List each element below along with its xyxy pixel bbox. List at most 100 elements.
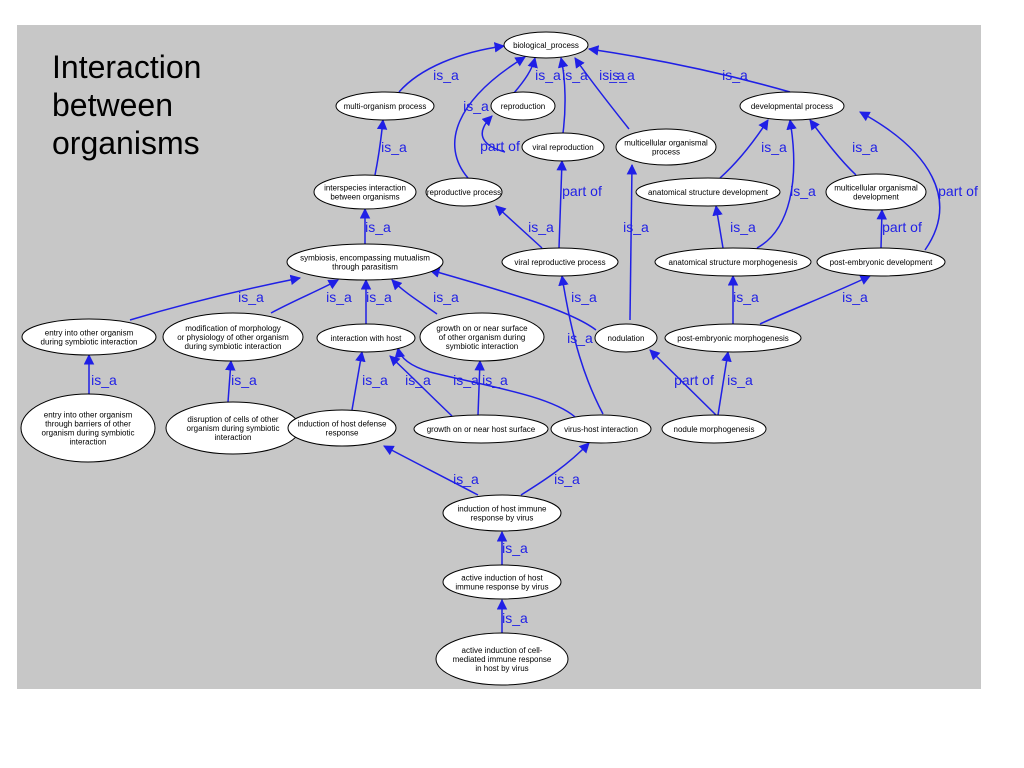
edge-arrow <box>454 56 526 179</box>
node-label-line: multicellular organismal <box>624 139 708 148</box>
node-viral-reproductive-process: viral reproductive process <box>501 247 619 277</box>
node-label-line: post-embryonic morphogenesis <box>677 334 789 343</box>
node-ellipse <box>739 91 845 121</box>
node-ellipse <box>594 323 658 353</box>
edge-label-16: is_a <box>790 183 816 199</box>
edge-label-38: is_a <box>502 610 528 626</box>
node-label-line: organism during symbiotic <box>187 424 280 433</box>
node-label-line: entry into other organism <box>44 411 133 420</box>
node-ellipse <box>501 247 619 277</box>
edge-arrow <box>391 279 438 315</box>
node-post-embryonic-development: post-embryonic development <box>816 247 946 277</box>
title-line-3: organisms <box>52 125 200 161</box>
edge-arrow <box>374 118 388 176</box>
edge-4 <box>574 57 630 130</box>
node-label-line: active induction of host <box>461 574 543 583</box>
node-label-line: symbiosis, encompassing mutualism <box>300 254 430 263</box>
edge-arrow <box>717 350 732 416</box>
node-label-line: modification of morphology <box>185 324 281 333</box>
node-label-line: interaction <box>215 433 252 442</box>
node-label-line: interaction <box>70 438 107 447</box>
node-label-line: disruption of cells of other <box>187 415 278 424</box>
node-label-line: induction of host defense <box>298 420 388 429</box>
edge-label-21: is_a <box>366 289 392 305</box>
edge-arrow <box>474 359 485 416</box>
node-ellipse <box>490 91 556 121</box>
node-label-line: post-embryonic development <box>830 258 933 267</box>
node-viral-reproduction: viral reproduction <box>521 132 605 162</box>
edge-label-28: is_a <box>231 372 257 388</box>
node-label-line: interaction with host <box>331 334 402 343</box>
node-active-induction-cell-mediated: active induction of cell-mediated immune… <box>435 632 569 686</box>
edge-label-31: is_a <box>362 372 388 388</box>
edge-label-11: part of <box>562 183 602 199</box>
edge-34 <box>394 346 576 418</box>
edge-arrow <box>649 349 717 416</box>
node-label-line: reproduction <box>501 102 545 111</box>
edge-label-29: part of <box>674 372 714 388</box>
node-label-line: in host by virus <box>475 664 528 673</box>
edge-11 <box>556 159 567 249</box>
node-ellipse <box>654 247 812 277</box>
edge-arrow <box>520 442 590 496</box>
node-ellipse <box>316 323 416 353</box>
edge-arrow <box>626 163 638 321</box>
node-growth-on-host-surface: growth on or near host surface <box>413 414 549 444</box>
node-ellipse <box>413 414 549 444</box>
edge-15 <box>876 208 887 249</box>
edge-8 <box>719 119 769 179</box>
node-label-line: nodule morphogenesis <box>674 425 755 434</box>
node-label-line: developmental process <box>751 102 833 111</box>
node-ellipse <box>162 312 304 362</box>
edge-arrow <box>495 205 543 249</box>
edge-29 <box>649 349 717 416</box>
node-label-line: during symbiotic interaction <box>185 342 282 351</box>
edge-arrow <box>859 111 941 251</box>
edge-arrow <box>129 274 302 321</box>
node-label-line: viral reproductive process <box>514 258 605 267</box>
edge-arrow <box>513 56 538 94</box>
edge-22 <box>391 279 438 315</box>
node-ellipse <box>287 409 397 447</box>
edge-label-7: part of <box>480 138 520 154</box>
node-ellipse <box>661 414 767 444</box>
edge-arrow <box>351 350 366 411</box>
node-ellipse <box>635 177 781 207</box>
edge-arrow <box>394 346 576 418</box>
edge-label-30: is_a <box>727 372 753 388</box>
edge-label-36: is_a <box>554 471 580 487</box>
node-label-line: biological_process <box>513 41 579 50</box>
edge-5 <box>587 45 791 93</box>
edge-6 <box>454 56 526 179</box>
edge-label-37: is_a <box>502 540 528 556</box>
node-ellipse <box>550 414 652 444</box>
edge-arrow <box>270 279 339 314</box>
edge-31 <box>351 350 366 411</box>
edge-arrow <box>587 45 791 93</box>
edge-arrow <box>389 355 453 417</box>
node-virus-host-interaction: virus-host interaction <box>550 414 652 444</box>
node-label-line: response by virus <box>471 514 534 523</box>
node-label-line: mediated immune response <box>453 655 552 664</box>
edge-label-39: is_a <box>599 67 625 83</box>
node-label-line: during symbiotic interaction <box>41 338 138 347</box>
node-interaction-with-host: interaction with host <box>316 323 416 353</box>
edge-label-26: is_a <box>842 289 868 305</box>
edge-23 <box>428 267 597 331</box>
node-label-line: response <box>326 429 359 438</box>
edge-label-5: is_a <box>722 67 748 83</box>
edge-arrow <box>383 445 479 496</box>
edge-label-22: is_a <box>433 289 459 305</box>
edge-16 <box>756 118 797 249</box>
edge-label-15: part of <box>882 219 922 235</box>
node-label-line: or physiology of other organism <box>177 333 289 342</box>
node-reproductive-process: reproductive process <box>425 177 503 207</box>
edge-19 <box>129 274 302 321</box>
